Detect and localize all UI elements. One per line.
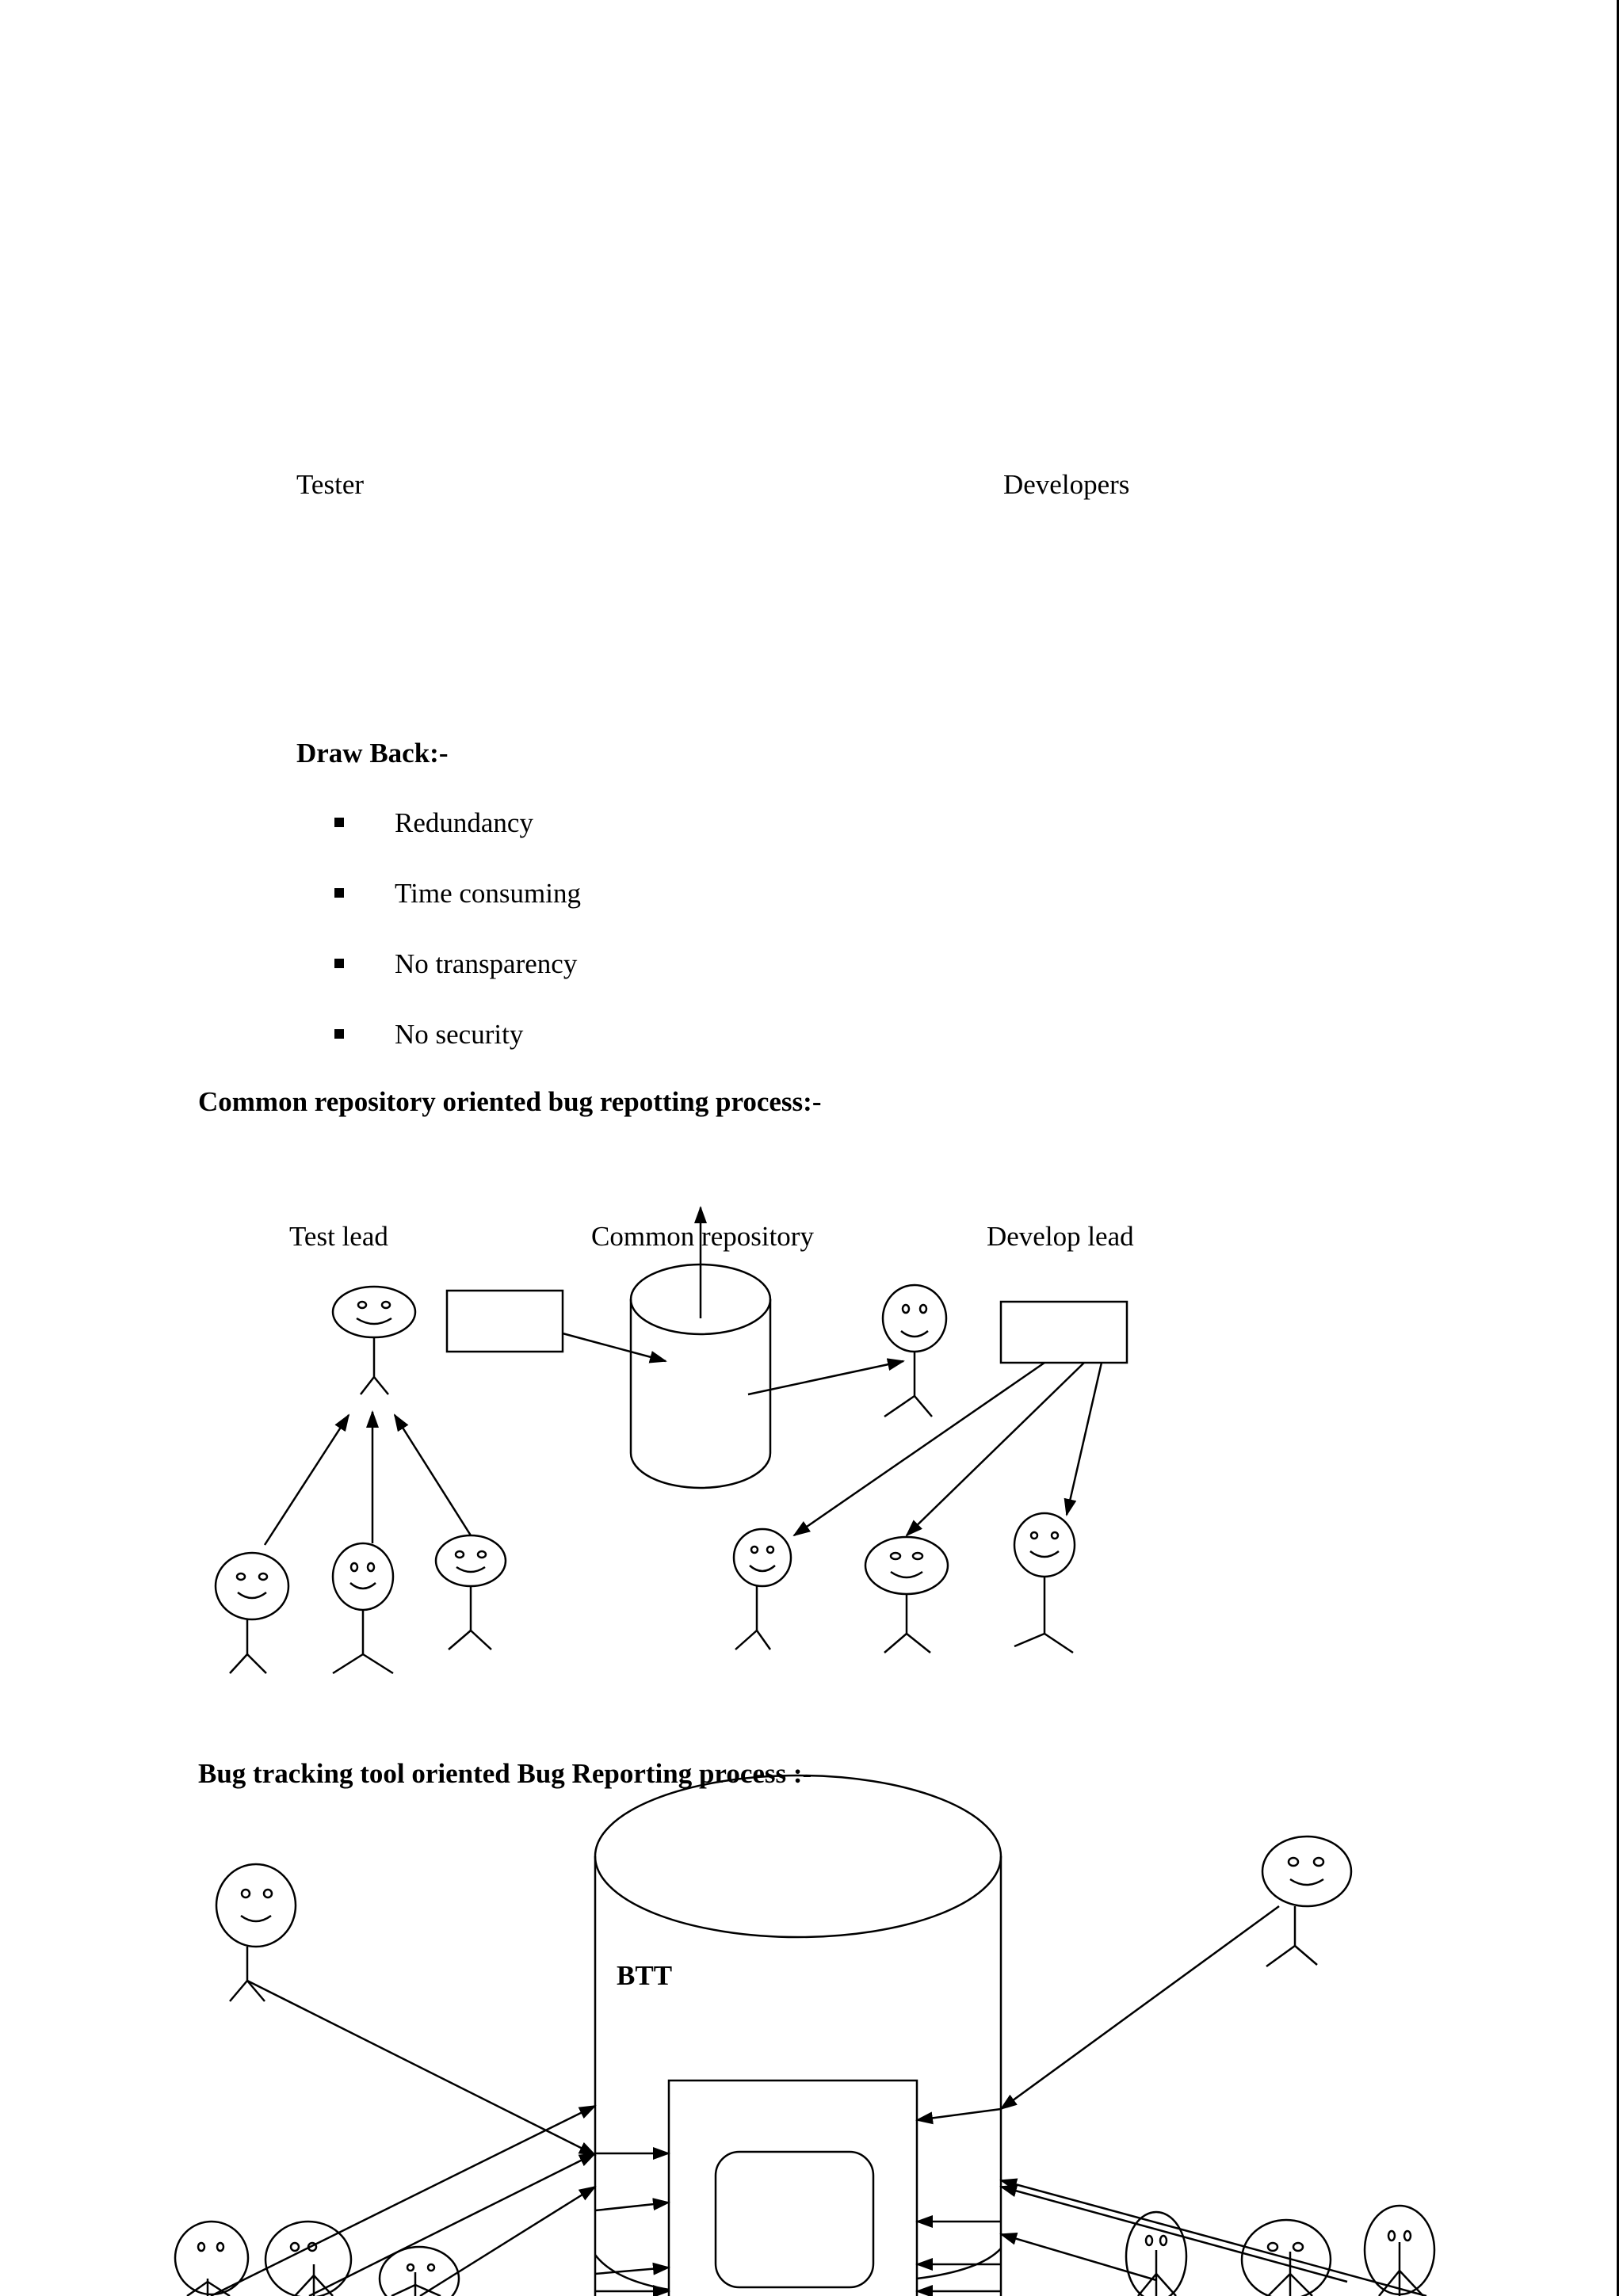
bullet-icon bbox=[334, 888, 344, 898]
test-lead-label: Test lead bbox=[289, 1221, 388, 1252]
list-item-label: No transparency bbox=[395, 948, 578, 979]
btt-cylinder bbox=[594, 1774, 1002, 2296]
btt-inner-box bbox=[667, 2079, 918, 2296]
develop-lead-figure bbox=[881, 1283, 948, 1418]
btt-user-top-left bbox=[215, 1863, 297, 2002]
assignment-box bbox=[999, 1300, 1128, 1364]
btt-user-bottom-right-3 bbox=[1363, 2204, 1436, 2296]
btt-label: BTT bbox=[617, 1960, 673, 1991]
bullet-icon bbox=[334, 959, 344, 968]
test-lead-figure bbox=[331, 1285, 417, 1395]
btt-user-bottom-left-1 bbox=[174, 2220, 250, 2296]
test-report-box bbox=[445, 1289, 564, 1353]
develop-lead-label: Develop lead bbox=[987, 1221, 1134, 1252]
common-repository-label: Common repository bbox=[591, 1221, 814, 1252]
list-item-label: Time consuming bbox=[395, 878, 581, 909]
btt-inner-screen bbox=[714, 2150, 875, 2289]
bullet-icon bbox=[334, 818, 344, 827]
tester-label: Tester bbox=[296, 469, 365, 500]
developer-figure-1 bbox=[732, 1527, 792, 1650]
btt-user-top-right bbox=[1261, 1835, 1353, 1968]
tester-figure-2 bbox=[331, 1542, 395, 1675]
list-item-label: Redundancy bbox=[395, 807, 533, 838]
btt-user-bottom-right-1 bbox=[1125, 2210, 1188, 2296]
developer-figure-3 bbox=[1013, 1512, 1076, 1654]
drawback-heading: Draw Back:- bbox=[296, 738, 449, 769]
repo-section-heading: Common repository oriented bug repotting… bbox=[198, 1086, 822, 1117]
btt-user-bottom-left-2 bbox=[264, 2220, 353, 2296]
tester-figure-3 bbox=[434, 1534, 507, 1650]
developers-label: Developers bbox=[1003, 469, 1130, 500]
list-item-label: No security bbox=[395, 1019, 524, 1050]
page-right-border bbox=[1617, 0, 1619, 2296]
bullet-icon bbox=[334, 1029, 344, 1039]
developer-figure-2 bbox=[864, 1535, 949, 1653]
tester-figure-1 bbox=[214, 1551, 290, 1674]
